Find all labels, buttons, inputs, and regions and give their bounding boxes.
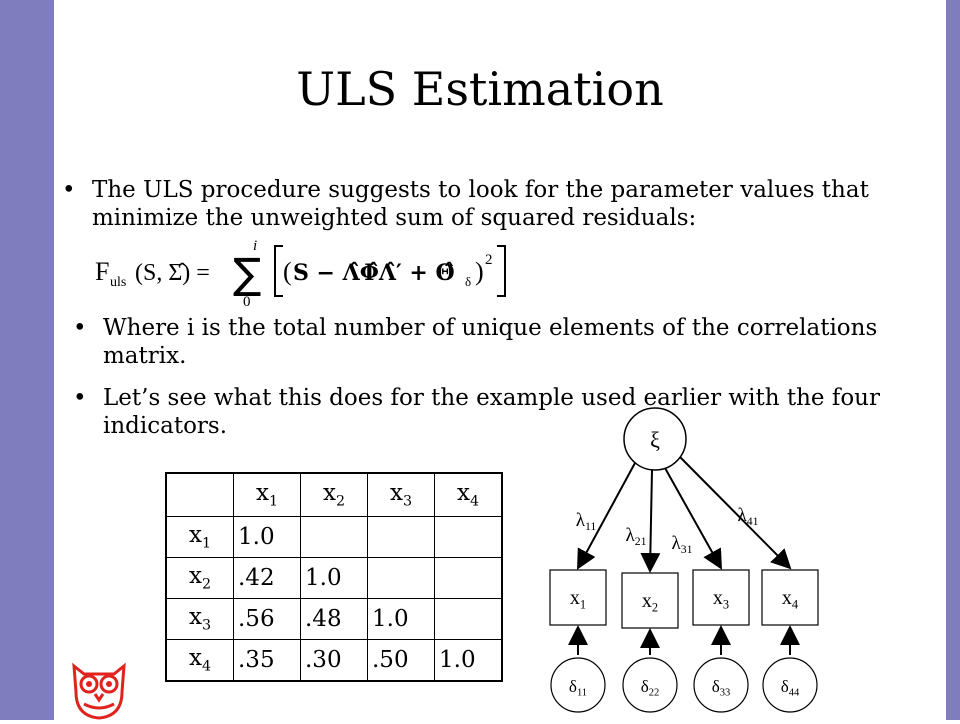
formula-sum-upper: i bbox=[253, 238, 257, 254]
table-cell: .50 bbox=[367, 639, 435, 682]
indicator-label: x4 bbox=[782, 587, 798, 611]
table-cell bbox=[434, 598, 503, 640]
error-label: δ22 bbox=[641, 677, 660, 699]
bullet-text: The ULS procedure suggests to look for t… bbox=[92, 177, 869, 231]
loading-label: λ21 bbox=[626, 525, 647, 548]
bullet-icon: • bbox=[62, 177, 76, 203]
table-cell: x4 bbox=[434, 472, 503, 517]
formula-paren-right: ) bbox=[475, 257, 484, 286]
formula-theta-sub: δ bbox=[465, 274, 471, 289]
formula-F: F bbox=[95, 257, 109, 286]
formula-args: (S, Σ̂) = bbox=[135, 260, 210, 286]
formula-F-sub: uls bbox=[110, 275, 126, 290]
loading-label: λ41 bbox=[738, 505, 759, 528]
indicator-box bbox=[692, 569, 750, 626]
indicator-label: x2 bbox=[642, 590, 658, 614]
error-circle bbox=[622, 657, 678, 713]
loading-arrow bbox=[664, 467, 722, 570]
table-cell: .42 bbox=[233, 557, 301, 599]
table-cell: 1.0 bbox=[233, 516, 301, 558]
bullet-item: • The ULS procedure suggests to look for… bbox=[62, 176, 922, 232]
table-cell: x1 bbox=[165, 516, 234, 558]
table-cell: .30 bbox=[300, 639, 368, 682]
error-label: δ44 bbox=[781, 677, 800, 699]
table-cell: x4 bbox=[165, 639, 234, 682]
loading-arrow bbox=[577, 462, 636, 570]
formula-paren-left: ( bbox=[283, 257, 292, 286]
table-cell: 1.0 bbox=[434, 639, 503, 682]
table-cell: x2 bbox=[300, 472, 368, 517]
bullet-text: Where i is the total number of unique el… bbox=[103, 315, 878, 369]
indicator-label: x3 bbox=[713, 587, 729, 611]
latent-label: ξ bbox=[650, 427, 660, 452]
formula-sigma-icon: ∑ bbox=[233, 249, 261, 298]
bullet-icon: • bbox=[73, 315, 87, 341]
error-circle bbox=[762, 657, 818, 713]
measurement-model-diagram: ξ x1 λ11 δ11 x2 λ21 δ22 x3 λ31 δ33 x4 λ41 δ44 bbox=[540, 405, 840, 724]
formula-sum-lower: 0 bbox=[243, 294, 251, 308]
table-cell bbox=[300, 516, 368, 558]
indicator-box bbox=[549, 569, 607, 626]
table-cell bbox=[434, 557, 503, 599]
error-circle bbox=[550, 657, 606, 713]
bullet-text: Let’s see what this does for the example… bbox=[103, 385, 880, 439]
uls-formula: F uls (S, Σ̂) = i ∑ 0 ( S − Λ̂Φ̂Λ̂′ + Θ̂… bbox=[95, 236, 515, 312]
table-cell: x2 bbox=[165, 557, 234, 599]
slide-title: ULS Estimation bbox=[296, 62, 664, 116]
bullet-icon: • bbox=[73, 385, 87, 411]
table-cell bbox=[367, 516, 435, 558]
error-label: δ11 bbox=[569, 677, 587, 699]
loading-arrow bbox=[640, 469, 661, 573]
table-cell bbox=[434, 516, 503, 558]
bullet-item: • Let’s see what this does for the examp… bbox=[73, 384, 923, 440]
table-cell: .48 bbox=[300, 598, 368, 640]
table-cell: .56 bbox=[233, 598, 301, 640]
table-cell: x3 bbox=[165, 598, 234, 640]
formula-power: 2 bbox=[485, 252, 493, 268]
table-cell bbox=[367, 557, 435, 599]
left-sidebar-bar bbox=[0, 0, 54, 720]
formula-bracket-left bbox=[274, 245, 283, 297]
indicator-box bbox=[621, 572, 679, 629]
error-label: δ33 bbox=[712, 677, 731, 699]
loading-arrow bbox=[679, 456, 792, 570]
owl-logo bbox=[64, 658, 134, 724]
table-cell: x3 bbox=[367, 472, 435, 517]
loading-label: λ11 bbox=[576, 510, 597, 533]
formula-bracket-right bbox=[497, 245, 506, 297]
indicator-label: x1 bbox=[570, 587, 586, 611]
table-cell: 1.0 bbox=[367, 598, 435, 640]
loading-label: λ31 bbox=[672, 533, 693, 556]
bullet-item: • Where i is the total number of unique … bbox=[73, 314, 923, 370]
formula-body: S − Λ̂Φ̂Λ̂′ + Θ̂ bbox=[293, 260, 455, 286]
table-cell bbox=[165, 472, 234, 517]
table-cell: 1.0 bbox=[300, 557, 368, 599]
table-cell: .35 bbox=[233, 639, 301, 682]
right-sidebar-bar bbox=[946, 0, 960, 720]
error-circle bbox=[693, 657, 749, 713]
latent-circle bbox=[623, 407, 687, 471]
table-cell: x1 bbox=[233, 472, 301, 517]
